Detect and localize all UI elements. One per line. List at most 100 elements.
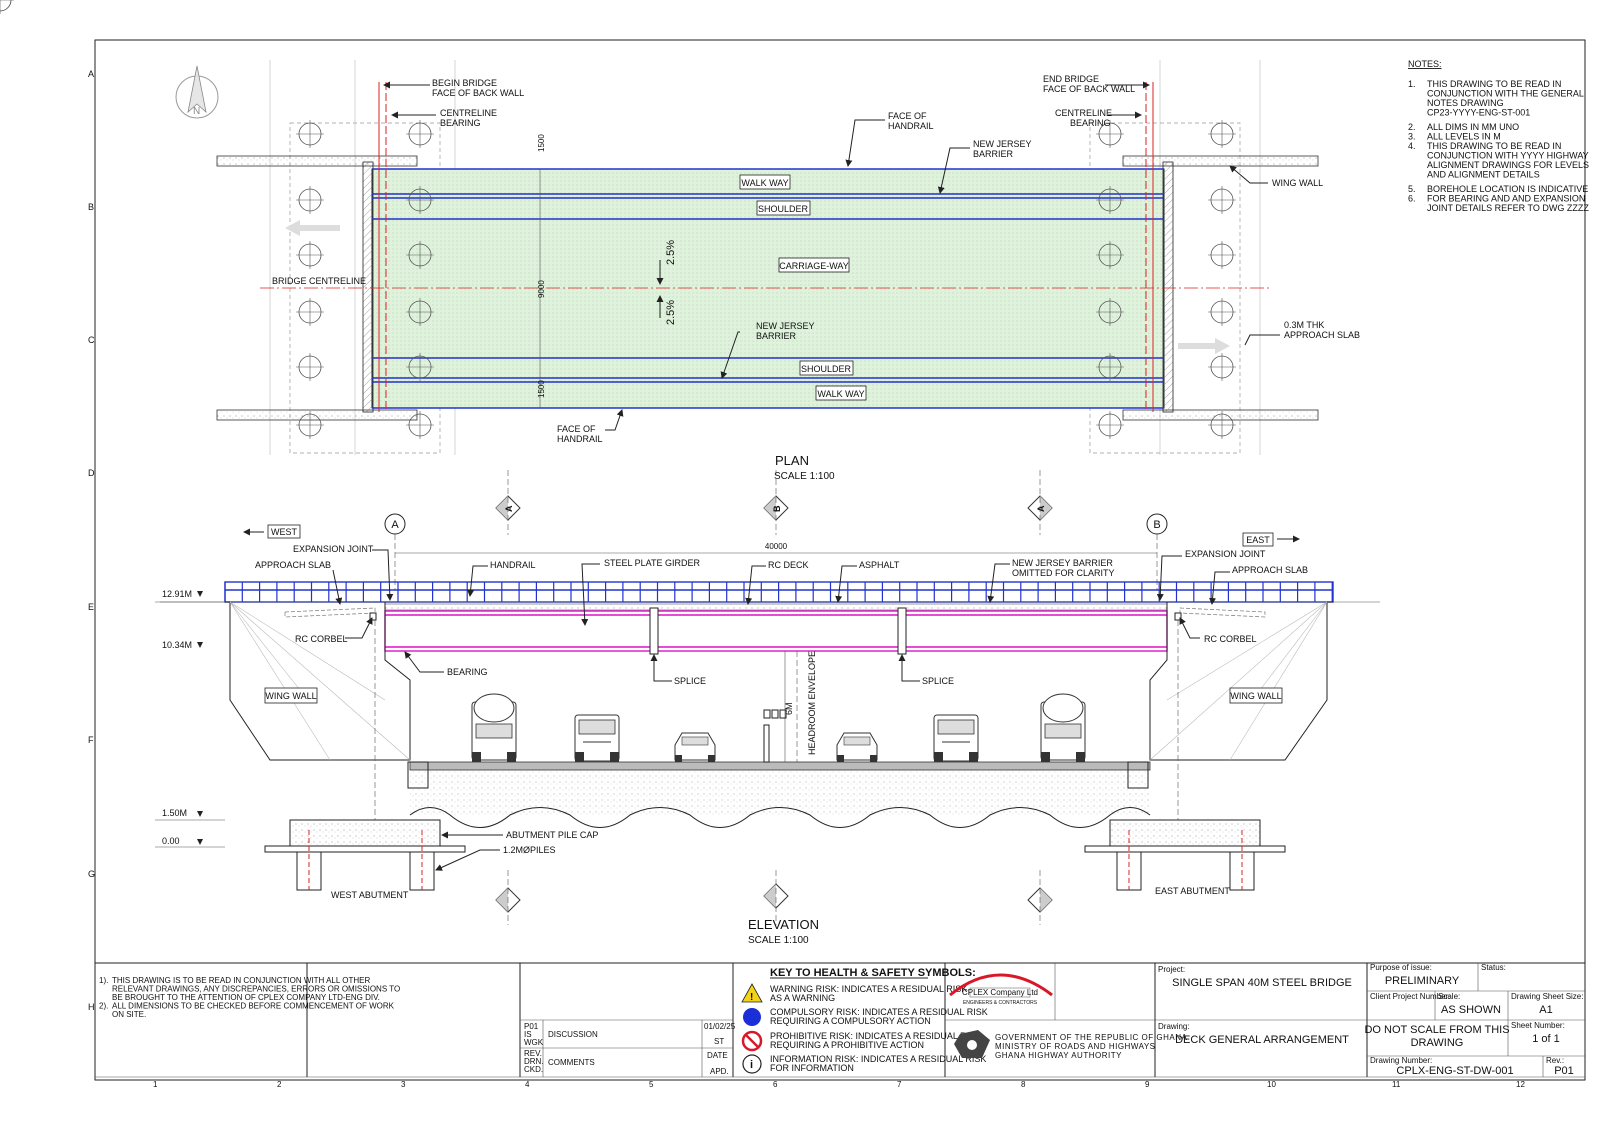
purpose-value: PRELIMINARY	[1385, 975, 1460, 987]
elevation-scale: SCALE 1:100	[748, 935, 809, 946]
company-tagline: ENGINEERS & CONTRACTORS	[963, 1000, 1038, 1006]
vehicles	[471, 693, 1086, 762]
safety-key-line-2: FOR INFORMATION	[770, 1063, 854, 1073]
back-wall-west	[362, 161, 374, 413]
grid-row-d: D	[88, 468, 95, 478]
pile-marker	[1208, 241, 1236, 269]
general-note-number: 1).	[99, 976, 108, 985]
abutment-east	[1149, 601, 1333, 761]
scale-label: Scale:	[1438, 992, 1460, 1001]
general-note-text: BE BROUGHT TO THE ATTENTION OF CPLEX COM…	[112, 993, 380, 1002]
note-text: FOR BEARING AND AND EXPANSION	[1427, 194, 1585, 204]
general-note-text: THIS DRAWING IS TO BE READ IN CONJUNCTIO…	[112, 976, 370, 985]
sheet-border	[94, 39, 1586, 1081]
pile-marker	[1208, 411, 1236, 439]
coat-of-arms-icon	[954, 1030, 990, 1058]
label-face-of-handrail-top: FACE OF	[888, 111, 927, 121]
note-text: CONJUNCTION WITH THE GENERAL	[1427, 89, 1584, 99]
revision-table: P01 IS WGK DISCUSSION 01/02/25 ST REV. D…	[520, 1019, 736, 1077]
lorry-icon	[574, 714, 620, 762]
svg-text:N: N	[193, 106, 200, 117]
pile-marker	[406, 120, 434, 148]
label-new-jersey-top: NEW JERSEY	[973, 139, 1032, 149]
general-note-text: ALL DIMENSIONS TO BE CHECKED BEFORE COMM…	[112, 1002, 395, 1011]
grid-col-labels: 1 2 3 4 5 6 7 8 9 10 11 12	[95, 1076, 1585, 1089]
label-bearing-east: BEARING	[1070, 118, 1111, 128]
scale-value: AS SHOWN	[1441, 1004, 1501, 1016]
approach-slab-east-top	[1122, 155, 1319, 167]
section-mark-a-top-east: A	[1027, 470, 1053, 535]
safety-key-line-2: REQUIRING A COMPULSORY ACTION	[770, 1016, 931, 1026]
rev-header-drn: DRN.	[524, 1057, 544, 1066]
pile-marker	[296, 353, 324, 381]
label-clearance: 6M	[784, 702, 794, 715]
note-text: AND ALIGNMENT DETAILS	[1427, 170, 1540, 180]
rev-label: Rev.:	[1546, 1056, 1564, 1065]
label-barrier-top: BARRIER	[973, 149, 1014, 159]
client-number-label: Client Project Number:	[1370, 992, 1450, 1001]
notes-panel: NOTES: 1.THIS DRAWING TO BE READ INCONJU…	[1408, 59, 1589, 213]
plan-annotations: BEGIN BRIDGE FACE OF BACK WALL CENTRELIN…	[272, 74, 1360, 444]
label-wing-wall-west: WING WALL	[265, 691, 316, 701]
gov-line-3: GHANA HIGHWAY AUTHORITY	[995, 1051, 1122, 1060]
label-walk-way-top: WALK WAY	[741, 178, 788, 188]
elevation-view: A B A A B WEST EAST 40000	[155, 470, 1380, 946]
plan-title: PLAN	[775, 453, 809, 468]
grid-col-3: 3	[401, 1080, 406, 1089]
do-not-scale-2: DRAWING	[1411, 1037, 1464, 1049]
splice-west	[649, 607, 659, 655]
note-number: 3.	[1408, 132, 1416, 142]
label-begin-bridge: BEGIN BRIDGE	[432, 78, 497, 88]
note-number: 5.	[1408, 184, 1416, 194]
label-shoulder-bottom: SHOULDER	[801, 364, 852, 374]
back-wall-east	[1162, 161, 1174, 413]
dim-walkway-bottom: 1500	[537, 380, 546, 398]
grid-row-e: E	[88, 602, 94, 612]
company-name: CPLEX Company Ltd	[962, 988, 1038, 997]
person-icon	[763, 709, 787, 763]
safety-key-title: KEY TO HEALTH & SAFETY SYMBOLS:	[770, 967, 976, 979]
rev-by: IS	[524, 1030, 532, 1039]
pile-markers-plan	[0, 0, 14, 14]
pile-marker	[296, 241, 324, 269]
pile-marker	[1208, 186, 1236, 214]
note-text: ALL DIMS IN MM UNO	[1427, 122, 1519, 132]
label-handrail-top: HANDRAIL	[888, 121, 934, 131]
elevation-annotations: EXPANSION JOINT APPROACH SLAB HANDRAIL S…	[255, 544, 1308, 900]
issue-block: Purpose of issue: PRELIMINARY Status: Cl…	[1364, 963, 1585, 1077]
pile-marker	[406, 241, 434, 269]
level-markers: 12.91M 10.34M 1.50M 0.00	[155, 589, 225, 848]
label-headroom: HEADROOM ENVELOPE	[807, 651, 817, 755]
label-east-abutment: EAST ABUTMENT	[1155, 886, 1230, 896]
pile-marker	[406, 186, 434, 214]
rev-code: P01	[524, 1022, 539, 1031]
pile-cap-east	[1109, 819, 1261, 847]
label-splice-west: SPLICE	[674, 676, 706, 686]
warning-icon	[741, 983, 763, 1003]
general-notes: 1). THIS DRAWING IS TO BE READ IN CONJUNC…	[99, 976, 400, 1019]
drawing-label: Drawing:	[1158, 1022, 1190, 1031]
rev-header-apd: APD.	[710, 1067, 729, 1076]
gov-line-1: GOVERNMENT OF THE REPUBLIC OF GHANA	[995, 1033, 1188, 1042]
grid-row-g: G	[88, 869, 95, 879]
rev-description: DISCUSSION	[548, 1030, 598, 1039]
pile-marker	[406, 411, 434, 439]
span-dimension: 40000	[765, 542, 788, 551]
company-block: CPLEX Company Ltd ENGINEERS & CONTRACTOR…	[945, 963, 1188, 1060]
note-text: THIS DRAWING TO BE READ IN	[1427, 79, 1561, 89]
label-centreline-east: CENTRELINE	[1055, 108, 1112, 118]
project-block: Project: SINGLE SPAN 40M STEEL BRIDGE Dr…	[1155, 965, 1367, 1046]
grid-col-11: 11	[1392, 1080, 1401, 1089]
level-ground: 1.50M	[162, 808, 187, 818]
rev-header-date: DATE	[707, 1051, 728, 1060]
label-njb-1: NEW JERSEY BARRIER	[1012, 558, 1113, 568]
label-barrier-bottom: BARRIER	[756, 331, 797, 341]
approach-slab-east-bottom	[1122, 409, 1319, 421]
plan-view: N	[0, 0, 1360, 482]
drawing-number-label: Drawing Number:	[1370, 1056, 1432, 1065]
rev-header-ckd: CKD.	[524, 1065, 543, 1074]
compulsory-icon	[743, 1008, 761, 1026]
section-mark-a-top: A	[495, 470, 521, 535]
svg-text:i: i	[750, 1059, 753, 1071]
